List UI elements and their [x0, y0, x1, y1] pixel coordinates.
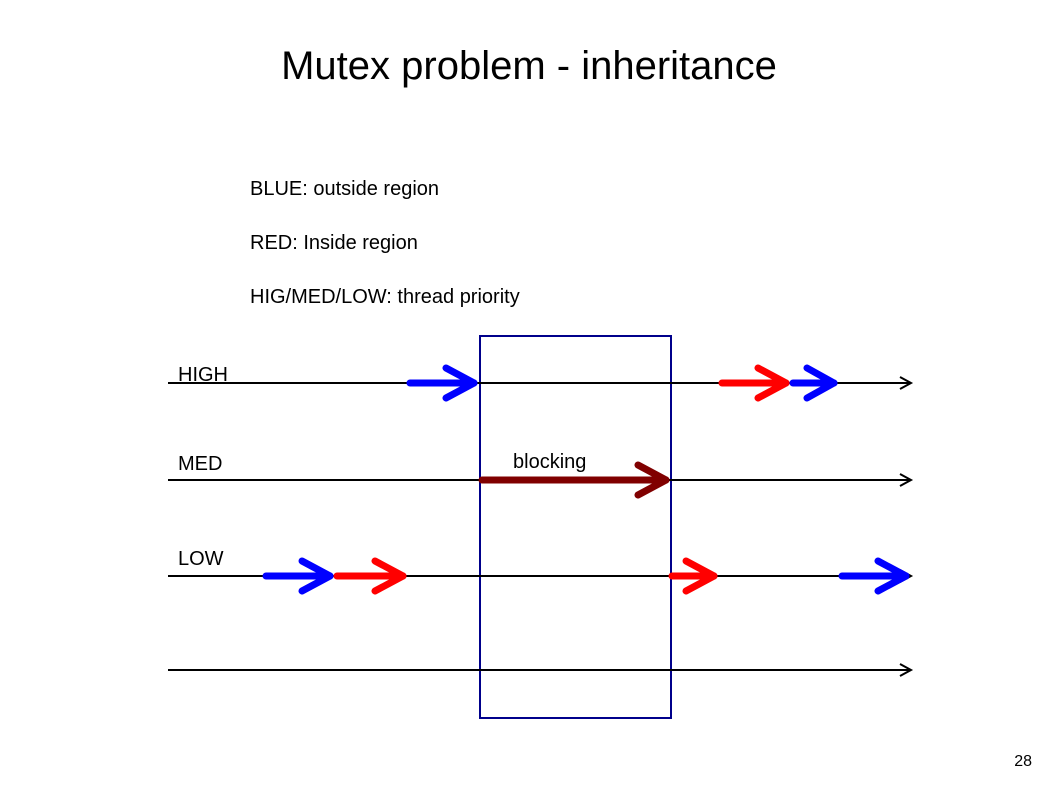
arrow-low-inside-2: [668, 557, 718, 595]
arrow-low-outside-1: [262, 557, 334, 595]
arrow-low-inside-1: [333, 557, 407, 595]
arrow-high-outside-1: [406, 364, 478, 402]
page-number: 28: [1014, 753, 1032, 770]
arrow-med-blocking: [478, 461, 670, 499]
legend: BLUE: outside region RED: Inside region …: [250, 176, 520, 310]
arrow-high-inside: [718, 364, 790, 402]
legend-priority: HIG/MED/LOW: thread priority: [250, 286, 520, 308]
lane-label-low: LOW: [178, 548, 224, 570]
arrow-low-outside-2: [838, 557, 910, 595]
arrow-high-outside-2: [789, 364, 838, 402]
lane-label-high: HIGH: [178, 364, 228, 386]
slide-title: Mutex problem - inheritance: [281, 44, 777, 88]
blocking-label: blocking: [513, 451, 587, 473]
legend-blue: BLUE: outside region: [250, 178, 440, 200]
critical-region-box: [479, 335, 672, 719]
legend-red: RED: Inside region: [250, 232, 418, 254]
lane-label-med: MED: [178, 453, 223, 475]
timeline-extra: [168, 663, 914, 677]
